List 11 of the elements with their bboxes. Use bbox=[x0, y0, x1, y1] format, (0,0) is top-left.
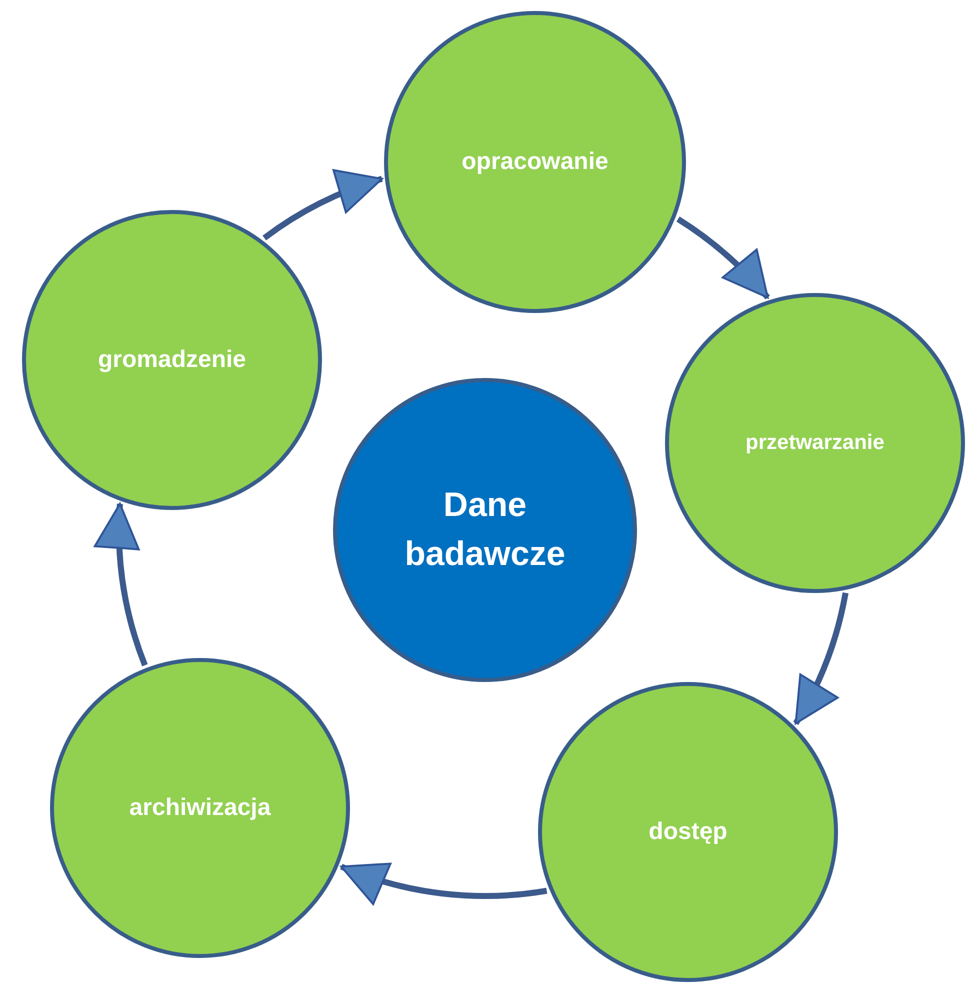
arrow bbox=[96, 502, 148, 666]
arrow bbox=[340, 860, 548, 904]
arrow bbox=[793, 592, 848, 725]
arrow bbox=[262, 171, 383, 240]
circle-label: gromadzenie bbox=[96, 344, 248, 375]
circle-label: dostęp bbox=[648, 816, 728, 847]
circle-label: Dane badawcze bbox=[404, 484, 566, 575]
arrow bbox=[676, 216, 770, 300]
circle-label: archiwizacja bbox=[128, 792, 272, 823]
circle-label: opracowanie bbox=[460, 146, 610, 177]
circle-label: przetwarzanie bbox=[744, 430, 886, 456]
